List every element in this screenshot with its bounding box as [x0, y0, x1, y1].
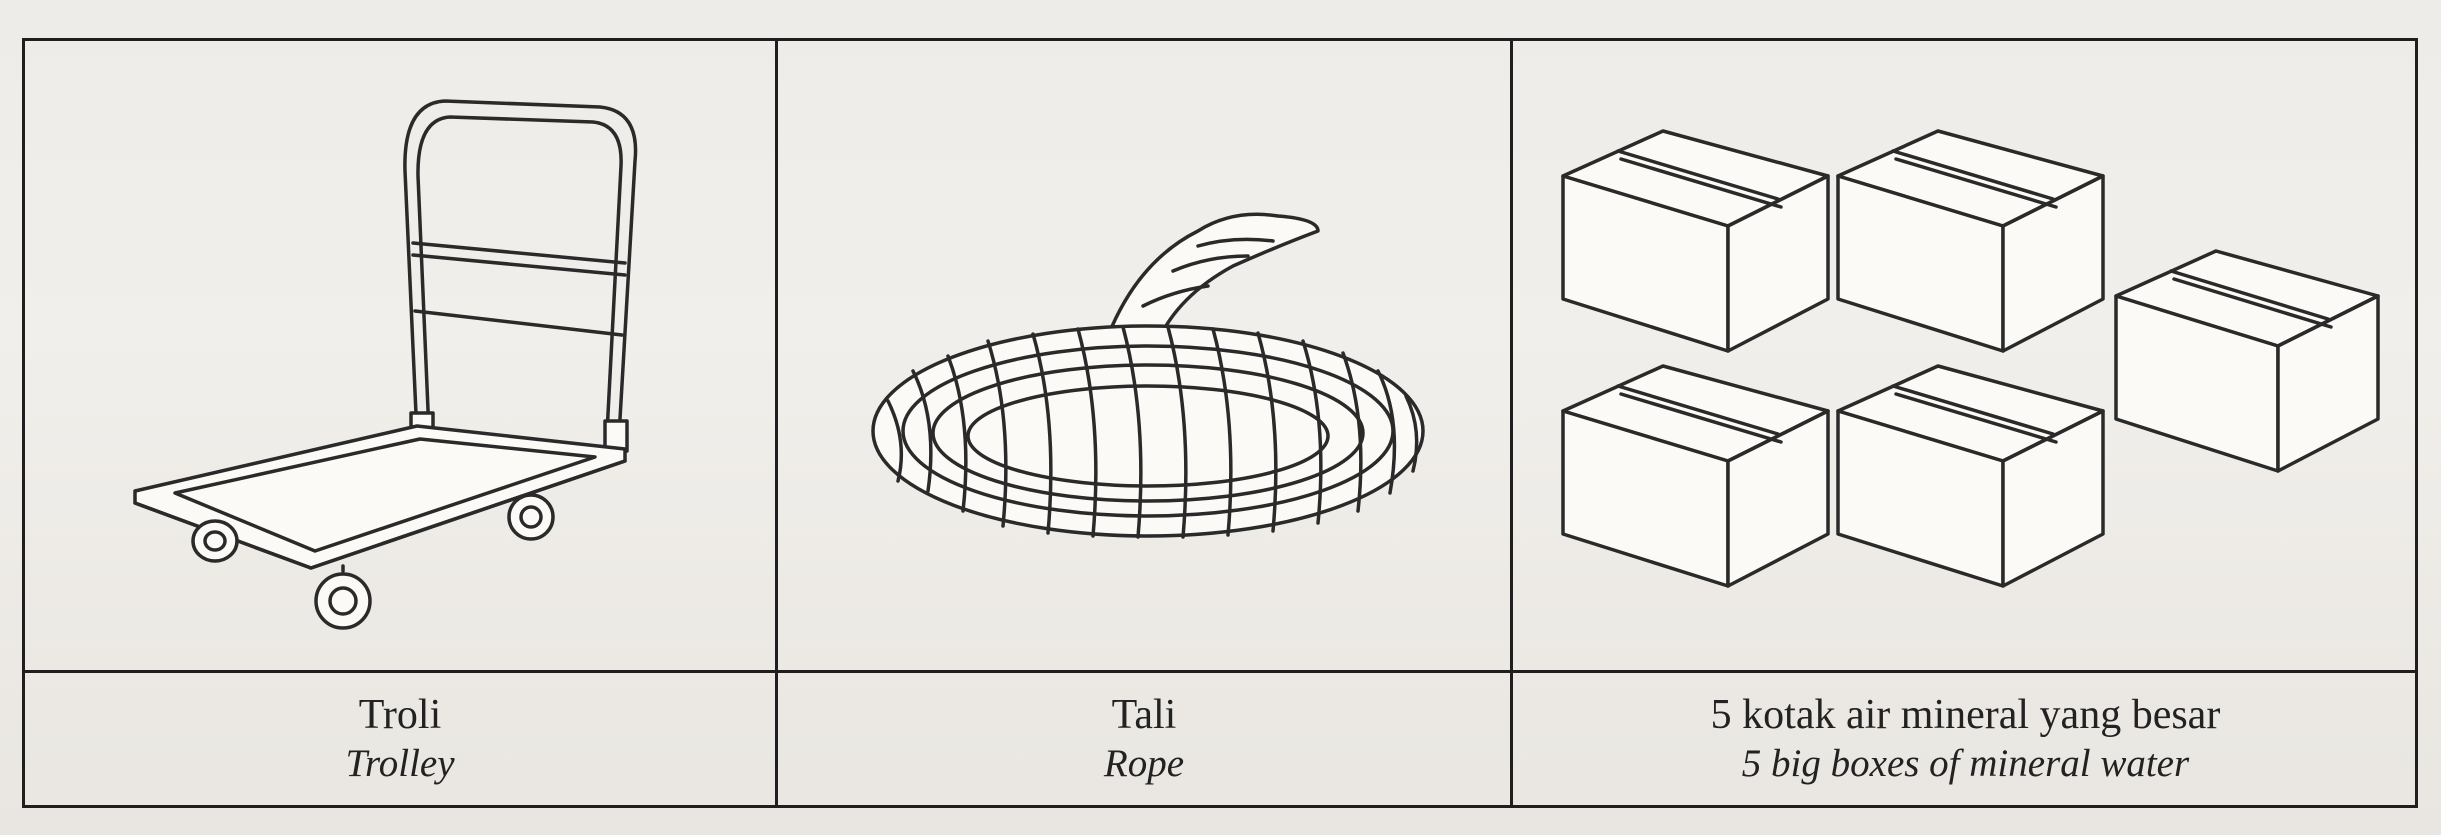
row-divider — [25, 670, 2415, 673]
item-translation: Rope — [1103, 742, 1185, 785]
box — [1836, 364, 2105, 588]
caption-cell-rope: Tali Rope — [778, 673, 1510, 805]
mineral-water-boxes-icon — [1561, 129, 2380, 588]
box — [1836, 129, 2105, 353]
items-table: Troli Trolley Tali Rope 5 kotak air mine… — [22, 38, 2418, 808]
box — [1561, 129, 1830, 353]
box — [2114, 249, 2380, 473]
boxes-picture-cell — [1513, 41, 2418, 670]
item-translation: Trolley — [345, 742, 455, 785]
caption-cell-boxes: 5 kotak air mineral yang besar 5 big box… — [1513, 673, 2418, 805]
rope-icon — [871, 212, 1425, 539]
rope-twists — [886, 325, 1419, 539]
rope-picture-cell — [778, 41, 1510, 670]
box — [1561, 364, 1830, 588]
item-label: Troli — [358, 692, 442, 738]
caption-cell-trolley: Troli Trolley — [25, 673, 775, 805]
trolley-picture-cell — [25, 41, 775, 670]
column-divider — [775, 41, 778, 805]
item-translation: 5 big boxes of mineral water — [1741, 742, 2190, 785]
column-divider — [1510, 41, 1513, 805]
item-label: Tali — [1111, 692, 1177, 738]
trolley-icon — [133, 99, 638, 630]
item-label: 5 kotak air mineral yang besar — [1710, 692, 2221, 738]
